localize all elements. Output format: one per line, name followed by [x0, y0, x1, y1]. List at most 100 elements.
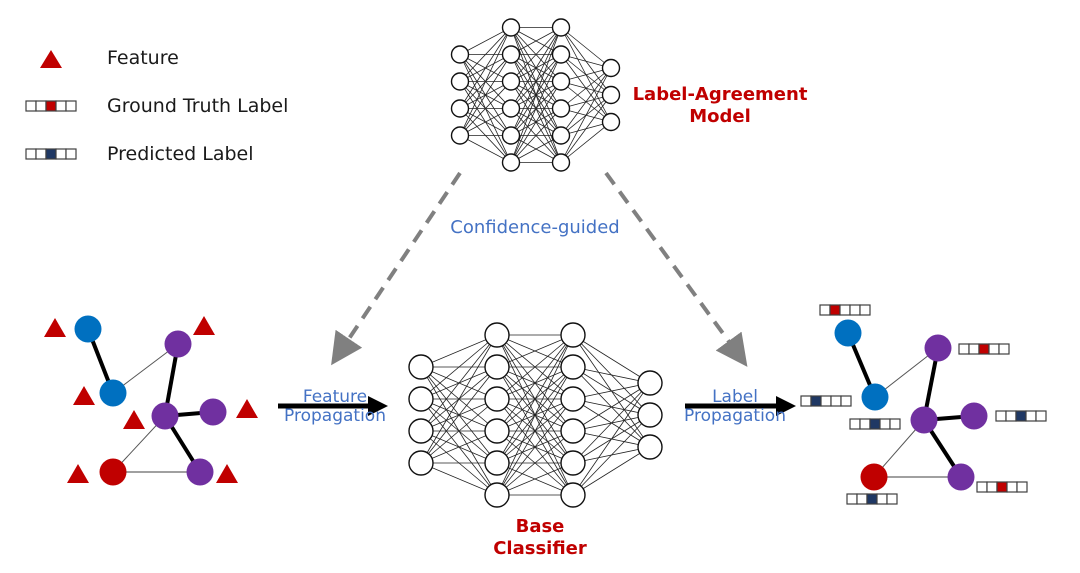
feature-triangle-icon	[123, 410, 145, 429]
feature-propagation-arrow	[278, 396, 388, 416]
network-connection	[496, 366, 574, 496]
network-connection	[560, 67, 612, 109]
graph-node-purple	[164, 330, 192, 358]
label-cell	[810, 395, 822, 407]
graph-node-blue	[834, 319, 862, 347]
graph-node-red	[860, 463, 888, 491]
label-cell	[45, 100, 57, 112]
label-cell	[859, 304, 871, 316]
graph-node-blue	[861, 383, 889, 411]
network-connection	[496, 462, 574, 496]
neuron	[484, 482, 510, 508]
label-cell	[879, 418, 891, 430]
predicted-label-icon	[25, 148, 77, 160]
legend-predicted-label: Predicted Label	[107, 143, 254, 165]
label-propagation-line2: Propagation	[684, 406, 786, 426]
neuron	[560, 482, 586, 508]
label-cell	[1035, 410, 1047, 422]
ground-truth-vector	[25, 100, 77, 112]
network-connection	[510, 27, 562, 136]
network-connection	[459, 108, 512, 136]
network-connection	[459, 27, 512, 109]
label-cell	[800, 395, 812, 407]
neuron	[551, 126, 571, 145]
feature-triangle-icon	[40, 50, 62, 68]
network-connection	[496, 334, 574, 496]
network-connection	[510, 27, 562, 163]
label-cell	[976, 481, 988, 493]
confidence-guided-label: Confidence-guided	[450, 217, 620, 238]
label-cell	[978, 343, 990, 355]
label-cell	[996, 481, 1008, 493]
label-cell	[1025, 410, 1037, 422]
label-cell	[65, 100, 77, 112]
network-connection	[496, 334, 574, 400]
label-agreement-title-line2: Model	[689, 106, 751, 127]
neuron	[551, 153, 571, 172]
label-cell	[55, 148, 67, 160]
label-propagation-arrow	[685, 396, 796, 416]
neuron	[560, 354, 586, 380]
network-connection	[510, 81, 562, 163]
network-connection	[572, 382, 651, 464]
neuron	[601, 58, 621, 78]
network-connection	[560, 121, 612, 163]
feature-propagation-line2: Propagation	[284, 406, 386, 426]
output-graph	[800, 304, 1047, 505]
label-cell	[820, 395, 832, 407]
neuron	[637, 434, 663, 460]
neuron	[484, 354, 510, 380]
neuron	[450, 45, 470, 64]
label-cell	[986, 481, 998, 493]
label-cell	[1015, 410, 1027, 422]
graph-node-red	[99, 458, 127, 486]
predicted-vector	[995, 410, 1047, 422]
predicted-vector	[849, 418, 901, 430]
network-connection	[560, 67, 612, 136]
network-connection	[420, 366, 498, 464]
network-connection	[510, 27, 562, 109]
label-cell	[65, 148, 77, 160]
base-classifier-title-line2: Classifier	[493, 538, 587, 559]
predicted-vector	[25, 148, 77, 160]
base-classifier-title: Base Classifier	[440, 516, 640, 560]
network-connection	[510, 108, 562, 163]
label-cell	[839, 304, 851, 316]
ground-truth-vector	[958, 343, 1010, 355]
label-cell	[840, 395, 852, 407]
network-connection	[572, 366, 651, 384]
label-cell	[25, 100, 37, 112]
network-connection	[510, 135, 562, 163]
network-connection	[420, 334, 498, 432]
label-cell	[846, 493, 858, 505]
network-connection	[496, 398, 574, 496]
neuron	[484, 418, 510, 444]
neuron	[408, 450, 434, 476]
graph-node-blue	[99, 379, 127, 407]
neuron	[484, 322, 510, 348]
label-cell	[866, 493, 878, 505]
neuron	[408, 418, 434, 444]
graph-node-purple	[186, 458, 214, 486]
graph-node-purple	[199, 398, 227, 426]
neuron	[551, 72, 571, 91]
network-connection	[572, 382, 651, 400]
label-cell	[995, 410, 1007, 422]
neuron	[484, 450, 510, 476]
network-connection	[420, 430, 498, 464]
neuron	[408, 386, 434, 412]
neuron	[560, 386, 586, 412]
neuron	[551, 99, 571, 118]
base-classifier-network	[408, 322, 663, 508]
label-cell	[1005, 410, 1017, 422]
label-cell	[856, 493, 868, 505]
label-cell	[869, 418, 881, 430]
label-cell	[45, 148, 57, 160]
neuron	[501, 72, 521, 91]
network-connection	[572, 414, 651, 496]
network-connection	[510, 54, 562, 163]
legend-feature-label: Feature	[107, 47, 179, 69]
network-connection	[560, 94, 612, 163]
label-agreement-network	[450, 18, 621, 172]
